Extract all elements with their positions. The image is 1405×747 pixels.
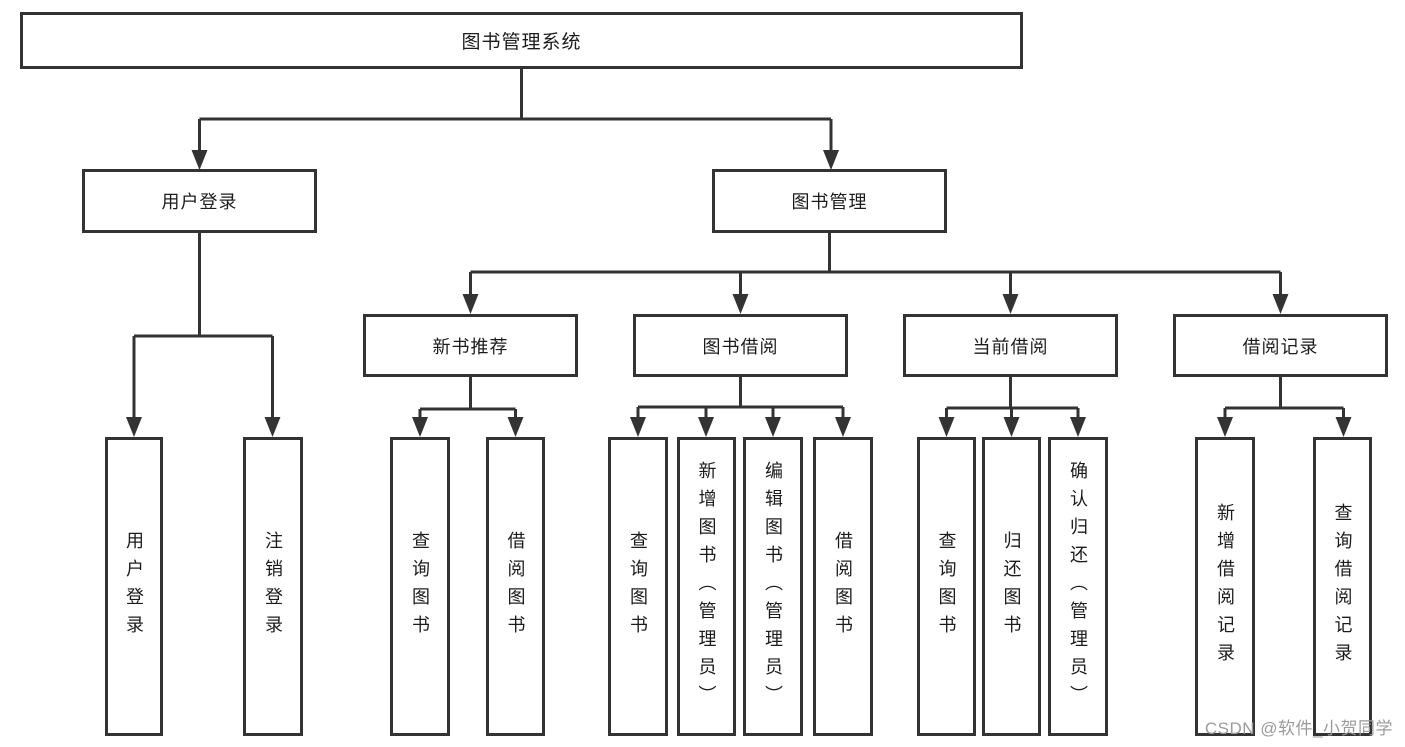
connector-root <box>198 69 833 154</box>
arrow-down-icon <box>698 417 714 437</box>
leaf-current-return: 归还图书 <box>982 437 1041 736</box>
leaf-current-query-label: 查询图书 <box>936 530 957 643</box>
leaf-borrowing-query-label: 查询图书 <box>628 530 648 643</box>
node-root: 图书管理系统 <box>20 12 1023 69</box>
leaf-current-confirm-return-label: 确认归还（管理员） <box>1068 460 1088 713</box>
arrow-down-icon <box>630 417 646 437</box>
leaf-user-login: 用户登录 <box>105 437 163 736</box>
leaf-logout-label: 注销登录 <box>263 530 283 643</box>
leaf-newbooks-borrow: 借阅图书 <box>486 437 545 736</box>
leaf-borrowing-edit: 编辑图书（管理员） <box>743 437 803 736</box>
node-book-management-label: 图书管理 <box>791 192 868 212</box>
arrow-down-icon <box>835 417 851 437</box>
arrow-down-icon <box>1003 417 1020 437</box>
leaf-current-return-label: 归还图书 <box>1001 530 1022 643</box>
node-new-book-recommend: 新书推荐 <box>363 314 578 377</box>
arrow-down-icon <box>126 417 142 437</box>
node-root-label: 图书管理系统 <box>461 32 582 53</box>
leaf-borrowing-add-label: 新增图书（管理员） <box>696 460 717 713</box>
leaf-logout: 注销登录 <box>243 437 303 736</box>
arrow-down-icon <box>1272 294 1289 314</box>
arrow-down-icon <box>938 417 955 437</box>
node-new-book-recommend-label: 新书推荐 <box>432 336 509 357</box>
csdn-watermark: CSDN @软件_小贺同学 <box>1204 719 1393 738</box>
node-borrowing-records-label: 借阅记录 <box>1242 336 1319 357</box>
leaf-borrowing-add: 新增图书（管理员） <box>677 437 736 736</box>
connector-user-login <box>132 233 274 421</box>
node-user-login-label: 用户登录 <box>161 192 238 212</box>
leaf-newbooks-query: 查询图书 <box>390 437 450 736</box>
arrow-down-icon <box>765 417 781 437</box>
arrow-down-icon <box>1335 417 1352 437</box>
arrow-down-icon <box>264 417 281 437</box>
connector-current-borrowing <box>945 377 1080 421</box>
leaf-newbooks-borrow-label: 借阅图书 <box>505 530 526 643</box>
connector-book-management <box>469 233 1282 298</box>
leaf-newbooks-query-label: 查询图书 <box>410 530 430 643</box>
arrow-down-icon <box>412 417 428 437</box>
connector-borrowing-records <box>1223 377 1345 421</box>
leaf-records-add-label: 新增借阅记录 <box>1215 502 1235 671</box>
node-book-borrowing-label: 图书借阅 <box>702 336 779 357</box>
arrow-down-icon <box>191 150 208 170</box>
leaf-borrowing-borrow-label: 借阅图书 <box>833 530 853 643</box>
arrow-down-icon <box>1217 417 1233 437</box>
leaf-user-login-label: 用户登录 <box>124 530 144 643</box>
connector-book-borrowing <box>636 377 845 421</box>
leaf-borrowing-edit-label: 编辑图书（管理员） <box>763 460 783 713</box>
arrow-down-icon <box>1070 417 1086 437</box>
arrow-down-icon <box>823 150 839 170</box>
node-borrowing-records: 借阅记录 <box>1173 314 1388 377</box>
connector-new-books <box>418 377 517 421</box>
arrowheads <box>126 150 1352 437</box>
node-book-borrowing: 图书借阅 <box>633 314 848 377</box>
node-book-management: 图书管理 <box>712 169 947 233</box>
arrow-down-icon <box>462 294 479 314</box>
leaf-current-confirm-return: 确认归还（管理员） <box>1048 437 1108 736</box>
node-user-login: 用户登录 <box>82 169 317 233</box>
node-current-borrowing: 当前借阅 <box>903 314 1118 377</box>
node-current-borrowing-label: 当前借阅 <box>972 336 1049 357</box>
leaf-current-query: 查询图书 <box>917 437 976 736</box>
arrow-down-icon <box>1002 294 1019 314</box>
leaf-records-query: 查询借阅记录 <box>1313 437 1372 736</box>
arrow-down-icon <box>732 294 749 314</box>
leaf-records-query-label: 查询借阅记录 <box>1332 502 1353 671</box>
leaf-borrowing-query: 查询图书 <box>608 437 668 736</box>
leaf-records-add: 新增借阅记录 <box>1195 437 1255 736</box>
arrow-down-icon <box>507 417 524 437</box>
leaf-borrowing-borrow: 借阅图书 <box>813 437 873 736</box>
